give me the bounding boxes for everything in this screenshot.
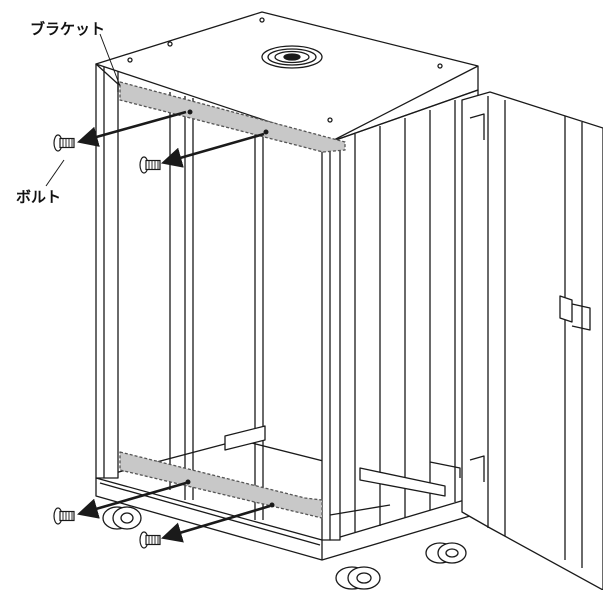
bottom-bracket [119,451,323,519]
arrow-bottom-left [77,481,187,519]
front-right-post [321,135,341,541]
fan-icon [261,45,323,69]
screw-icon [53,134,75,152]
screw-icon [139,156,161,174]
cabinet-door [461,91,603,590]
arrow-top-left [76,110,187,147]
bracket-leader-line [99,33,121,87]
screw-icon [139,531,161,549]
bolt-leader-line [45,159,65,187]
bracket-label: ブラケット [30,20,106,38]
interior-rails [224,425,461,516]
caster-rear-right [425,542,467,564]
caster-front-left [102,506,142,530]
top-bracket [119,81,346,153]
front-left-post [95,63,119,479]
bolt-label: ボルト [16,188,62,206]
screw-icon [53,507,75,525]
arrow-top-right [161,132,265,168]
side-panel [329,89,479,541]
caster-front-right [335,566,381,590]
arrow-bottom-right [161,504,271,543]
